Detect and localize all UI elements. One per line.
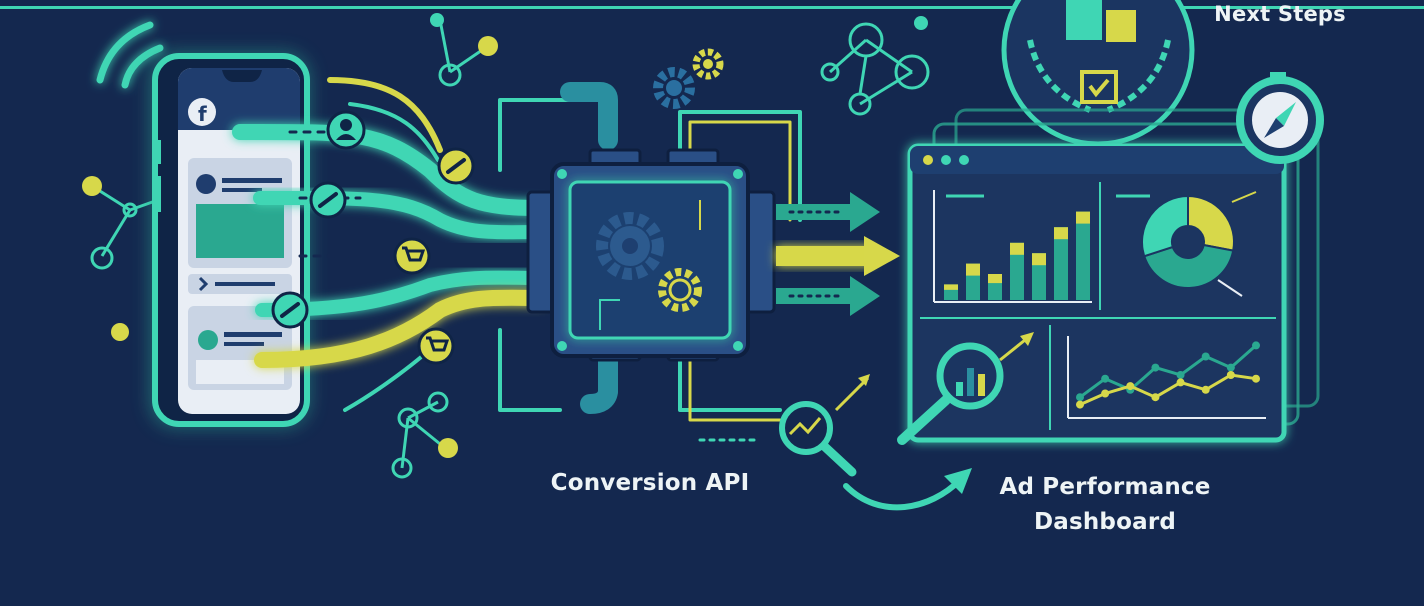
line-point	[1176, 378, 1185, 387]
bar-cap	[1054, 227, 1068, 240]
bar-cap	[966, 263, 980, 276]
svg-text:f: f	[198, 102, 207, 126]
network-node-bottom	[391, 391, 449, 479]
line-point	[1201, 352, 1210, 361]
cart-icon	[393, 237, 431, 275]
bar	[1054, 227, 1068, 300]
curved-arrow-head	[944, 468, 972, 494]
user-icon	[326, 110, 366, 150]
line-series-a	[1079, 344, 1257, 399]
line-point	[1176, 371, 1185, 379]
donut-chart	[1141, 194, 1235, 289]
ad-performance-label-line1: Ad Performance	[999, 474, 1211, 500]
wifi-signal-icon	[96, 21, 164, 89]
compass-icon	[1236, 72, 1324, 164]
line-series-b	[1079, 373, 1257, 406]
line-point	[1226, 371, 1235, 379]
next-steps-label: Next Steps	[1214, 2, 1346, 26]
line-chart	[1076, 341, 1260, 409]
network-node-left	[90, 184, 159, 270]
network-dot	[438, 438, 458, 458]
curved-arrow	[843, 477, 963, 511]
award-badge	[1001, 0, 1195, 147]
donut-slice	[1187, 194, 1235, 252]
gear-icon	[653, 67, 695, 109]
line-point	[1101, 389, 1110, 398]
line-point	[1226, 363, 1235, 372]
network-dot	[82, 176, 102, 196]
line-point	[1076, 400, 1084, 409]
bar-cap	[988, 274, 1002, 284]
bar-chart	[944, 211, 1090, 300]
gear-icon	[596, 212, 664, 280]
link-icon	[271, 291, 309, 329]
bar	[1010, 242, 1024, 300]
ad-performance-dashboard-label: Ad Performance Dashboard	[960, 470, 1250, 540]
link-icon	[437, 147, 475, 185]
network-dot	[478, 36, 498, 56]
donut-slice	[1141, 194, 1189, 258]
dashboard-window	[907, 108, 1320, 443]
output-arrows	[776, 192, 900, 316]
line-point	[1252, 374, 1260, 383]
gear-icon	[658, 268, 702, 312]
line-point	[1252, 341, 1260, 350]
network-dot	[430, 13, 444, 27]
conversion-api-label: Conversion API	[550, 470, 750, 496]
donut-slice	[1142, 243, 1235, 289]
network-dot	[914, 16, 928, 30]
cart-icon	[417, 327, 455, 365]
ad-performance-label-line2: Dashboard	[1033, 509, 1177, 535]
facebook-icon	[188, 98, 216, 126]
bar	[1076, 211, 1090, 300]
pipes	[498, 82, 802, 442]
line-point	[1126, 382, 1135, 391]
top-border	[0, 6, 1424, 9]
network-dot	[111, 323, 129, 341]
bar-cap	[944, 284, 958, 290]
line-point	[1076, 393, 1084, 402]
smartphone: f	[150, 52, 310, 428]
bar-cap	[1032, 253, 1046, 266]
line-point	[1151, 363, 1160, 372]
magnifier-icon	[779, 374, 870, 477]
bar-cap	[1010, 242, 1024, 255]
line-point	[1201, 385, 1210, 394]
magnifier-chart-icon	[897, 332, 1034, 445]
bar-cap	[1076, 211, 1090, 224]
line-point	[1101, 374, 1110, 383]
link-icon	[309, 181, 347, 219]
gear-icon	[692, 48, 724, 80]
line-point	[1151, 393, 1160, 402]
conversion-api-box	[526, 148, 776, 362]
network-node-center	[820, 22, 930, 116]
